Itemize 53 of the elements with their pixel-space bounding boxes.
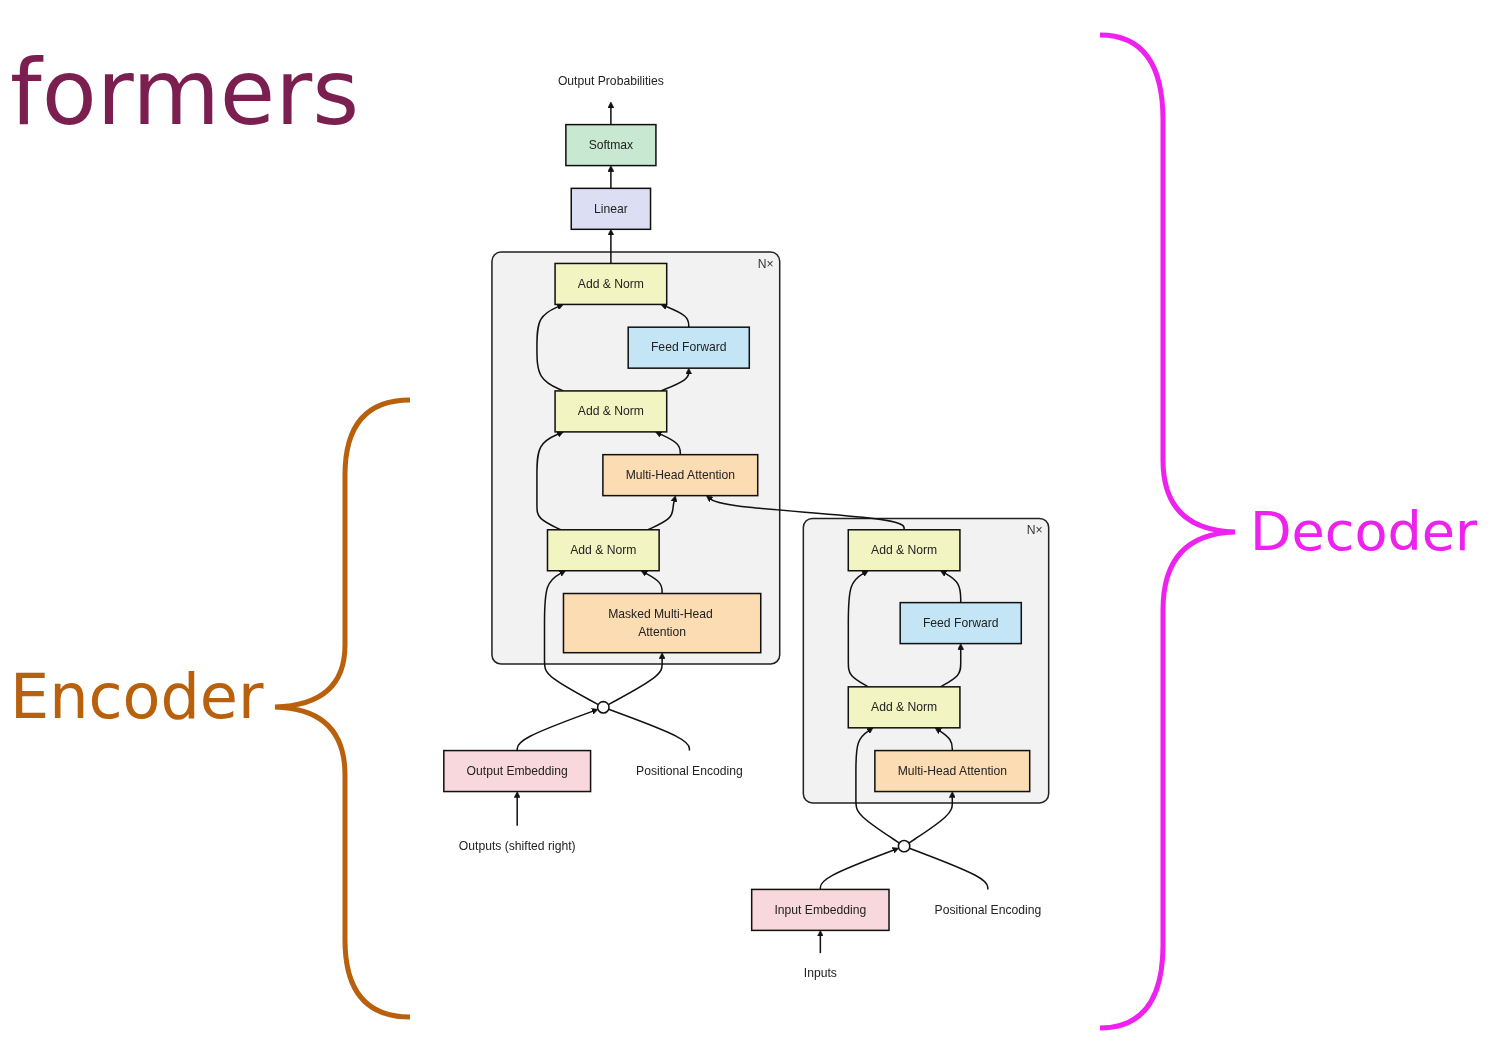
node-label: N× bbox=[1026, 523, 1043, 537]
arrow bbox=[940, 570, 962, 604]
node-box: Multi-Head Attention bbox=[874, 749, 1031, 793]
arrow bbox=[706, 495, 905, 531]
node-box: Feed Forward bbox=[899, 601, 1023, 645]
node-box: Add & Norm bbox=[847, 529, 961, 572]
arrow bbox=[660, 303, 690, 328]
arrow bbox=[536, 431, 564, 531]
arrow bbox=[939, 643, 965, 688]
arrow bbox=[908, 791, 956, 844]
node-box: Add & Norm bbox=[847, 686, 961, 729]
arrow bbox=[934, 727, 954, 752]
node-text: Inputs bbox=[803, 966, 837, 980]
arrow bbox=[513, 791, 521, 827]
connector bbox=[607, 708, 691, 752]
node-text: Output Probabilities bbox=[557, 74, 664, 88]
arrow bbox=[817, 930, 824, 954]
node-text: Positional Encoding bbox=[934, 903, 1042, 916]
arrow bbox=[607, 652, 666, 706]
node-box: Add & Norm bbox=[554, 262, 668, 306]
arrow bbox=[640, 570, 663, 595]
node-label: N× bbox=[757, 257, 774, 271]
arrow bbox=[647, 495, 678, 531]
arrow bbox=[607, 101, 615, 126]
node-box: Add & Norm bbox=[554, 390, 668, 433]
arrow bbox=[655, 431, 682, 456]
node-box: Softmax bbox=[565, 123, 657, 167]
node-text: Outputs (shifted right) bbox=[458, 839, 576, 853]
node-circle bbox=[897, 839, 911, 853]
cluster bbox=[802, 517, 1050, 804]
arrow bbox=[847, 570, 869, 688]
arrow bbox=[819, 847, 900, 891]
node-box: Linear bbox=[570, 187, 652, 231]
arrow bbox=[660, 367, 693, 392]
arrow bbox=[543, 570, 600, 706]
section-label: Decoder bbox=[1250, 500, 1478, 563]
node-circle bbox=[596, 700, 610, 714]
node-box: Multi-Head Attention bbox=[602, 453, 759, 497]
node-box: Add & Norm bbox=[546, 529, 660, 572]
arrow bbox=[855, 727, 901, 844]
node-box: Feed Forward bbox=[627, 326, 751, 369]
arrow bbox=[607, 165, 615, 190]
node-box: Input Embedding bbox=[750, 888, 890, 932]
arrow bbox=[536, 303, 565, 392]
arrow bbox=[607, 229, 615, 265]
section-label: Encoder bbox=[10, 660, 264, 733]
connector bbox=[908, 847, 989, 891]
cluster bbox=[491, 251, 781, 665]
node-box: Output Embedding bbox=[443, 749, 592, 793]
title: formers bbox=[10, 40, 360, 145]
node-box: Masked Multi-Head Attention bbox=[562, 592, 762, 654]
node-text: Positional Encoding bbox=[636, 764, 743, 778]
arrow bbox=[516, 708, 599, 752]
